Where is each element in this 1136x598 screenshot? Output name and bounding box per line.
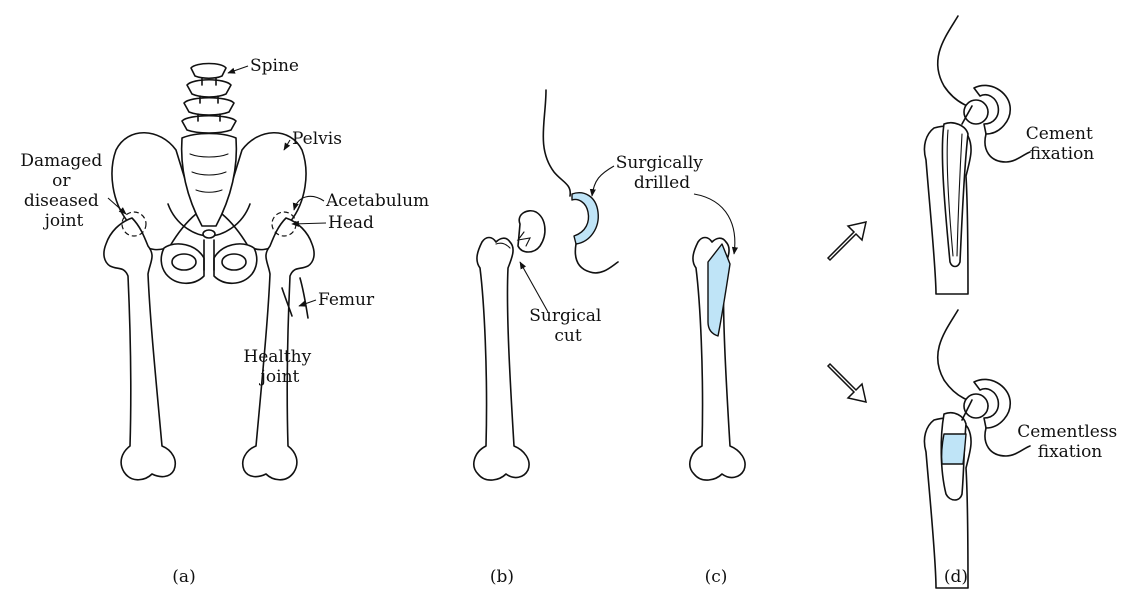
label-surgical-cut: Surgical cut bbox=[529, 306, 607, 346]
caption-c: (c) bbox=[705, 567, 728, 587]
femur-b bbox=[474, 238, 529, 481]
caption-a: (a) bbox=[172, 567, 195, 587]
label-acetabulum: Acetabulum bbox=[325, 191, 429, 211]
panel-d: Cement fixation Cementless fixation (d) bbox=[924, 16, 1122, 588]
label-spine: Spine bbox=[250, 56, 299, 76]
label-healthy-joint: Healthy joint bbox=[243, 347, 316, 387]
cut-femoral-head bbox=[518, 211, 545, 252]
label-surgically-drilled: Surgically drilled bbox=[616, 153, 709, 193]
panel-a: Spine Pelvis Acetabulum Head Femur Damag… bbox=[20, 56, 429, 587]
label-femur: Femur bbox=[318, 290, 375, 310]
label-damaged-joint: Damaged or diseased joint bbox=[20, 151, 107, 231]
caption-d: (d) bbox=[944, 567, 968, 587]
drilled-canal bbox=[708, 244, 730, 336]
panel-b: Surgically drilled Surgical cut (b) bbox=[474, 90, 735, 587]
spine-vertebrae bbox=[182, 64, 236, 134]
process-arrows bbox=[828, 222, 866, 402]
arrow-down-right-icon bbox=[828, 364, 866, 402]
porous-coating bbox=[942, 434, 966, 464]
label-head: Head bbox=[328, 213, 374, 233]
label-cement-fixation: Cement fixation bbox=[1026, 124, 1098, 164]
cementless-fixation-implant bbox=[924, 310, 1030, 588]
drilled-socket bbox=[572, 193, 598, 244]
cement-fixation-implant bbox=[924, 16, 1030, 294]
caption-b: (b) bbox=[490, 567, 514, 587]
panel-c: (c) bbox=[690, 238, 745, 588]
arrow-up-right-icon bbox=[828, 222, 866, 260]
label-cementless-fixation: Cementless fixation bbox=[1017, 422, 1122, 462]
label-pelvis: Pelvis bbox=[292, 129, 342, 149]
